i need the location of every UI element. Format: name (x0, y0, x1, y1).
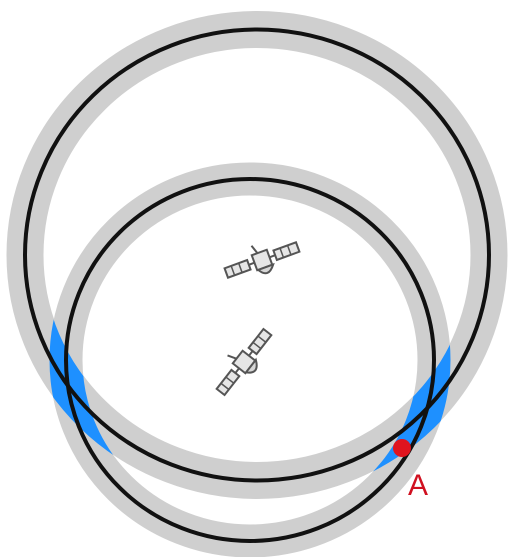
point-a-marker (393, 439, 411, 457)
point-a-label: A (408, 469, 428, 502)
satellite-icon (223, 241, 301, 279)
large-range-circle (23, 27, 491, 483)
small-range-circle (64, 177, 436, 543)
satellite-icon (215, 327, 273, 397)
